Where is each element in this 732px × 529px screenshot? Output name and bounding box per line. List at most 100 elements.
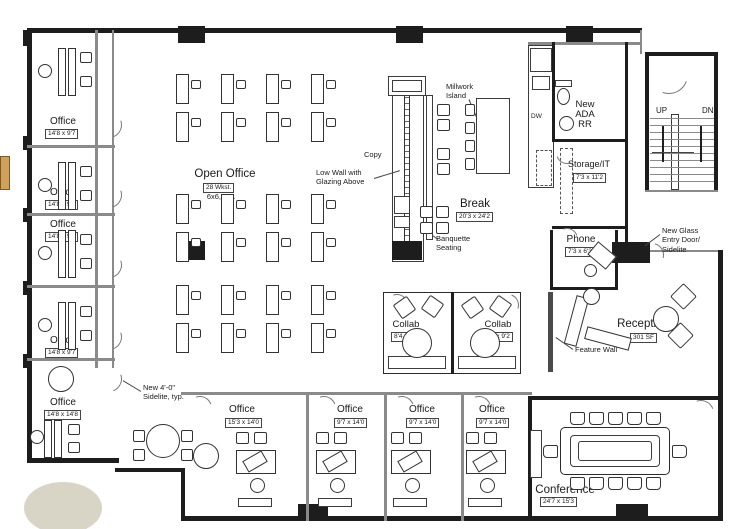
task-chair (38, 178, 52, 192)
wl (306, 392, 309, 521)
workstation-desk (221, 74, 234, 104)
workstation-desk (266, 323, 279, 353)
stair-arrow (700, 126, 702, 162)
w (23, 354, 32, 368)
room-label-storage: Storage/IT (567, 159, 611, 169)
w (23, 281, 32, 295)
w (645, 52, 649, 192)
stool (465, 104, 475, 116)
dim-office-5: 14'8 x 14'8 (44, 410, 82, 420)
task-chair (583, 288, 600, 305)
stair-tread (650, 118, 714, 119)
conference-chair (589, 412, 604, 425)
office-desk (68, 302, 76, 350)
room-label-boffice-3: Office (409, 404, 435, 415)
banquette-chair (437, 163, 450, 175)
furniture (652, 152, 694, 153)
column (178, 26, 205, 43)
stair-dn-label: DN (702, 106, 714, 115)
workstation-chair (191, 329, 201, 338)
task-chair (38, 318, 52, 332)
dim-conference: 24'7 x 15'3 (540, 497, 578, 507)
box (394, 216, 410, 228)
workstation-chair (281, 200, 291, 209)
workstation-desk (176, 285, 189, 315)
copier (394, 196, 410, 214)
w (552, 226, 628, 229)
conference-chair (627, 412, 642, 425)
wl (650, 250, 718, 252)
workstation-desk (221, 112, 234, 142)
office-desk (68, 230, 76, 278)
workstation-desk (221, 232, 234, 262)
stair-up-label: UP (656, 106, 668, 115)
wl (181, 392, 532, 395)
workstation-desk (311, 232, 324, 262)
open-office-workstations: 28 Wkst. (203, 183, 235, 193)
sq (68, 424, 80, 435)
workstation-desk (221, 194, 234, 224)
sq (133, 430, 145, 442)
guest-chair (391, 432, 404, 444)
task-chair (405, 478, 420, 493)
box (392, 80, 422, 92)
guest-chair (409, 432, 422, 444)
w (552, 42, 555, 142)
room-label-boffice-2: Office (337, 404, 363, 415)
wl (528, 42, 642, 45)
workstation-desk (176, 74, 189, 104)
toilet (557, 88, 570, 105)
dim-boffice-1: 15'3 x 14'0 (225, 418, 263, 428)
workstation-chair (191, 238, 201, 247)
workstation-desk (311, 112, 324, 142)
w (27, 458, 119, 463)
w (625, 42, 628, 242)
room-label-office-5: Office (50, 397, 76, 408)
w (714, 52, 718, 192)
dim-boffice-3: 9'7 x 14'0 (406, 418, 440, 428)
w (550, 230, 553, 290)
workstation-desk (176, 323, 189, 353)
desk (44, 420, 52, 458)
conference-chair (570, 412, 585, 425)
dim-boffice-4: 9'7 x 14'0 (476, 418, 510, 428)
feature-wall (548, 292, 553, 372)
dim-office-1: 14'8 x 9'7 (45, 129, 79, 139)
wl (112, 30, 114, 368)
workstation-desk (311, 323, 324, 353)
task-chair (480, 478, 495, 493)
workstation-chair (326, 291, 336, 300)
bench (458, 356, 516, 369)
workstation-chair (326, 200, 336, 209)
room-label-phone: Phone (566, 234, 596, 245)
conference-chair (543, 445, 558, 458)
workstation-desk (221, 285, 234, 315)
workstation-chair (191, 200, 201, 209)
sq (181, 449, 193, 461)
workstation-desk (221, 323, 234, 353)
collab-table (402, 328, 432, 358)
guest-chair (80, 166, 92, 177)
dim-boffice-2: 9'7 x 14'0 (334, 418, 368, 428)
sq (68, 442, 80, 453)
stool (465, 140, 475, 152)
guest-chair (80, 258, 92, 269)
w (115, 468, 185, 472)
workstation-desk (266, 112, 279, 142)
room-label-collab-2: Collab (484, 319, 512, 330)
workstation-desk (311, 74, 324, 104)
room-label-boffice-4: Office (479, 404, 505, 415)
feature-wall-note: Feature Wall (575, 345, 618, 354)
guest-chair (316, 432, 329, 444)
copy-label: Copy (364, 150, 382, 159)
workstation-desk (266, 194, 279, 224)
box (532, 76, 550, 90)
workstation-desk (176, 232, 189, 262)
guest-chair (236, 432, 249, 444)
w (115, 28, 642, 33)
entry-wall-block (612, 242, 650, 263)
w (718, 250, 723, 521)
conference-chair (646, 477, 661, 490)
lounge-chair (670, 283, 697, 310)
